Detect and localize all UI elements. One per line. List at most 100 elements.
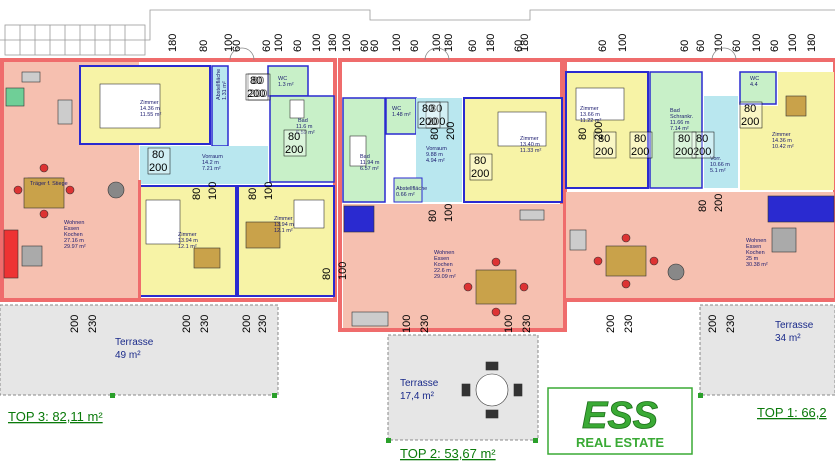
svg-text:13.94 m: 13.94 m (178, 238, 198, 244)
top2-wc-label: WC1.48 m² (392, 106, 411, 118)
window-dim-top: 60 (731, 40, 743, 52)
window-dim-top: 100 (617, 34, 629, 52)
door-width: 80 (598, 133, 610, 145)
window-dim-bottom: 230 (521, 315, 533, 333)
terrace-top1 (699, 304, 835, 396)
svg-text:Essen: Essen (746, 244, 761, 250)
svg-text:Zimmer: Zimmer (178, 232, 197, 238)
svg-text:WC: WC (392, 106, 401, 112)
svg-text:25 m: 25 m (746, 256, 759, 262)
door-width: 80 (430, 103, 442, 115)
door-width: 80 (288, 131, 300, 143)
svg-text:14.2 m: 14.2 m (202, 160, 219, 166)
stairs (229, 47, 737, 61)
svg-text:7.14 m²: 7.14 m² (670, 126, 689, 132)
svg-text:Essen: Essen (434, 256, 449, 262)
svg-text:Vorraum: Vorraum (202, 154, 223, 160)
svg-text:4.4: 4.4 (750, 82, 758, 88)
side-dimension: 80 (247, 188, 259, 200)
svg-text:Terrasse: Terrasse (775, 320, 814, 331)
top3-wc (267, 65, 309, 97)
svg-text:Bad: Bad (298, 118, 308, 124)
terrace-top3 (0, 304, 279, 396)
window-dim-top: 60 (695, 40, 707, 52)
svg-text:12.1 m²: 12.1 m² (178, 244, 197, 250)
side-dimension: 80 (577, 128, 589, 140)
logo-letters: ESS (582, 395, 658, 437)
door-dimension-box (629, 131, 653, 159)
svg-text:Bad: Bad (360, 154, 370, 160)
door-height: 200 (595, 146, 613, 158)
window-dim-bottom: 100 (401, 315, 413, 333)
window-dim-top: 100 (431, 34, 443, 52)
svg-text:WC: WC (278, 76, 287, 82)
door-width: 80 (250, 75, 262, 87)
svg-text:Vorraum: Vorraum (426, 146, 447, 152)
apartment-label-top2: TOP 2: 53,67 m² (400, 446, 496, 461)
top2-living (343, 204, 563, 328)
top2-wc (385, 97, 417, 135)
window-dim-top: 180 (443, 34, 455, 52)
door-dimension-box (593, 131, 617, 159)
door-height: 200 (285, 144, 303, 156)
door-height: 200 (419, 116, 437, 128)
window-dim-top: 60 (597, 40, 609, 52)
svg-text:10.66 m: 10.66 m (710, 162, 730, 168)
svg-text:Wohnen: Wohnen (746, 238, 766, 244)
window-dim-top: 60 (513, 40, 525, 52)
corner-markers (110, 393, 703, 443)
svg-text:13.94 m: 13.94 m (274, 222, 294, 228)
window-dim-top: 100 (751, 34, 763, 52)
door-width: 80 (474, 155, 486, 167)
door-dimension-box (417, 101, 441, 129)
window-dim-bottom: 200 (605, 315, 617, 333)
door-height: 200 (149, 162, 167, 174)
svg-text:13.66 m: 13.66 m (580, 112, 600, 118)
svg-text:Kochen: Kochen (434, 262, 453, 268)
window-dim-top: 180 (167, 34, 179, 52)
svg-text:Zimmer: Zimmer (520, 136, 539, 142)
svg-text:29.97 m²: 29.97 m² (64, 244, 86, 250)
svg-text:Terrasse: Terrasse (400, 378, 439, 389)
window-dim-top: 60 (467, 40, 479, 52)
logo-subtitle: REAL ESTATE (576, 435, 664, 450)
door-dimension-box (739, 101, 763, 129)
svg-text:17,4 m²: 17,4 m² (400, 391, 435, 402)
svg-text:Bad: Bad (670, 108, 680, 114)
svg-text:Essen: Essen (64, 226, 79, 232)
door-height: 200 (249, 88, 267, 100)
window-dim-top: 100 (341, 34, 353, 52)
window-dim-top: 60 (261, 40, 273, 52)
door-width: 80 (422, 103, 434, 115)
door-width: 80 (678, 133, 690, 145)
window-dim-top: 100 (311, 34, 323, 52)
svg-text:9.88 m: 9.88 m (426, 152, 443, 158)
svg-text:49 m²: 49 m² (115, 350, 141, 361)
window-dim-top: 180 (806, 34, 818, 52)
svg-text:1.31 m²: 1.31 m² (222, 81, 228, 100)
door-dimensions: 8020080200802008020080200802008020080200… (147, 73, 763, 181)
top1-hall-label: Vorr.10.66 m5.1 m² (710, 156, 730, 174)
window-dim-top: 60 (292, 40, 304, 52)
door-dimension-box (469, 153, 493, 181)
door-width: 80 (696, 133, 708, 145)
door-dimension-box (147, 147, 171, 175)
svg-text:13.40 m: 13.40 m (520, 142, 540, 148)
svg-text:27.16 m: 27.16 m (64, 238, 84, 244)
door-height: 200 (675, 146, 693, 158)
svg-text:30.38 m²: 30.38 m² (746, 262, 768, 268)
top1-bath (649, 71, 703, 189)
side-dimension: 80 (697, 200, 709, 212)
svg-text:Wohnen: Wohnen (64, 220, 84, 226)
